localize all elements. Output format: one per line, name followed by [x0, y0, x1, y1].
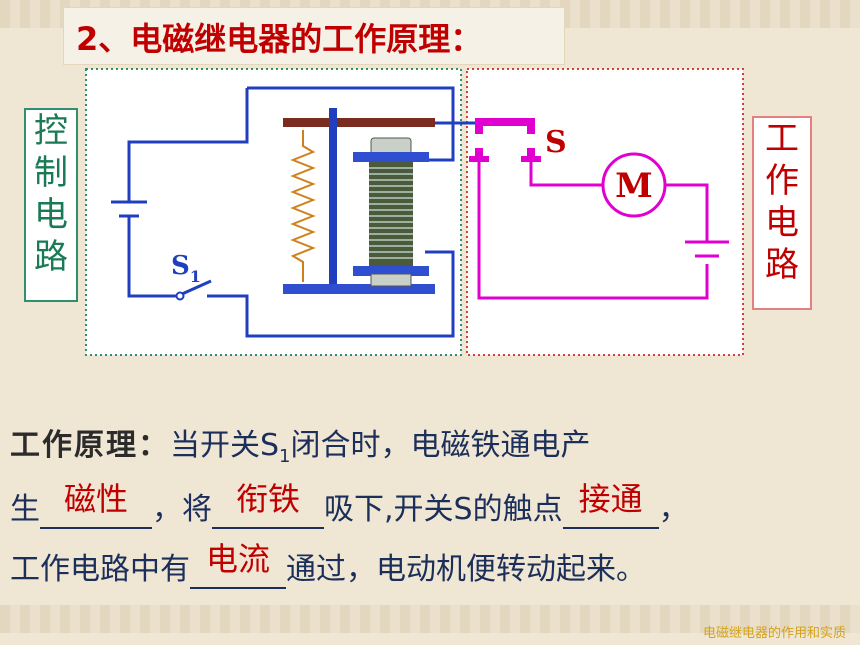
switch-s1-label: S1: [171, 251, 201, 286]
switch-s1[interactable]: [175, 279, 212, 301]
blank-1: 磁性: [40, 480, 152, 529]
work-battery: [685, 240, 729, 258]
control-battery: [111, 200, 147, 218]
svg-text:M: M: [615, 166, 653, 206]
switch-s-contacts[interactable]: [469, 118, 541, 162]
principle-line-3: 工作电路中有电流 通过，电动机便转动起来。: [10, 540, 646, 589]
answer-3: 接通: [578, 480, 643, 518]
armature-bar: [283, 118, 435, 127]
switch-s-label: S: [545, 125, 567, 160]
answer-4: 电流: [205, 540, 270, 578]
work-panel: [466, 68, 744, 356]
work-wires: [477, 162, 709, 300]
control-circuit-label: 控制电路: [24, 108, 78, 302]
principle-lead: 工作原理：: [10, 428, 170, 463]
blank-4: 电流: [190, 540, 286, 589]
blank-3: 接通: [562, 480, 659, 529]
principle-line-2: 生磁性 ，将衔铁 吸下,开关S的触点接通 ，: [10, 480, 689, 529]
blank-2: 衔铁: [212, 480, 324, 529]
title-box: [64, 8, 564, 64]
motor-icon: M: [601, 152, 667, 218]
footer-caption: 电磁继电器的作用和实质: [702, 626, 846, 641]
bottom-border-pattern: [0, 605, 860, 633]
answer-1: 磁性: [63, 480, 128, 518]
relay-diagram: S1 S: [85, 68, 744, 356]
page-title: 2、电磁继电器的工作原理：: [76, 20, 483, 58]
base-plate: [283, 284, 435, 294]
answer-2: 衔铁: [235, 480, 300, 518]
principle-line-1: 工作原理：当开关S1闭合时，电磁铁通电产: [10, 428, 591, 467]
work-circuit-label: 工作电路: [752, 116, 812, 310]
spring: [290, 130, 316, 282]
electromagnet: [353, 137, 429, 287]
pivot-post: [329, 108, 337, 284]
